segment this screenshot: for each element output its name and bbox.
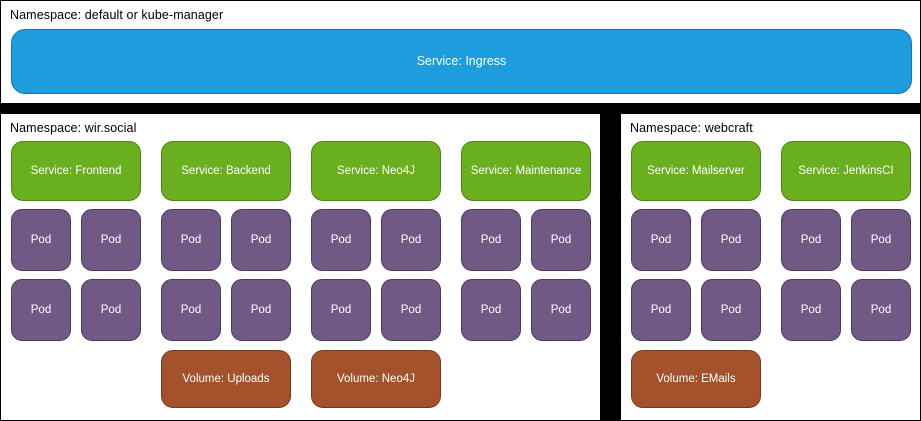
volume-emails[interactable]: Volume: EMails <box>631 350 761 408</box>
pod[interactable]: Pod <box>231 209 291 271</box>
service-jenkinsci[interactable]: Service: JenkinsCI <box>781 141 911 201</box>
service-mailserver[interactable]: Service: Mailserver <box>631 141 761 201</box>
pod[interactable]: Pod <box>781 209 841 271</box>
pod[interactable]: Pod <box>161 279 221 341</box>
namespace-label-webcraft: Namespace: webcraft <box>630 121 753 135</box>
pod[interactable]: Pod <box>231 279 291 341</box>
pod[interactable]: Pod <box>461 209 521 271</box>
pod[interactable]: Pod <box>531 209 591 271</box>
service-ingress[interactable]: Service: Ingress <box>11 29 912 94</box>
pod[interactable]: Pod <box>851 279 911 341</box>
namespace-label-default: Namespace: default or kube-manager <box>10 8 224 22</box>
pod[interactable]: Pod <box>311 279 371 341</box>
pod[interactable]: Pod <box>161 209 221 271</box>
volume-neo4j[interactable]: Volume: Neo4J <box>311 350 441 408</box>
namespace-label-wir-social: Namespace: wir.social <box>10 121 137 135</box>
pod[interactable]: Pod <box>631 209 691 271</box>
pod[interactable]: Pod <box>781 279 841 341</box>
namespace-panel-default: Namespace: default or kube-manager Servi… <box>0 0 921 104</box>
pod[interactable]: Pod <box>311 209 371 271</box>
namespace-panel-webcraft: Namespace: webcraft Service: Mailserver … <box>620 113 921 421</box>
pod[interactable]: Pod <box>851 209 911 271</box>
service-frontend[interactable]: Service: Frontend <box>11 141 141 201</box>
pod[interactable]: Pod <box>701 279 761 341</box>
pod[interactable]: Pod <box>531 279 591 341</box>
pod[interactable]: Pod <box>701 209 761 271</box>
pod[interactable]: Pod <box>11 209 71 271</box>
pod[interactable]: Pod <box>81 279 141 341</box>
pod[interactable]: Pod <box>381 209 441 271</box>
service-backend[interactable]: Service: Backend <box>161 141 291 201</box>
pod[interactable]: Pod <box>461 279 521 341</box>
pod[interactable]: Pod <box>381 279 441 341</box>
pod[interactable]: Pod <box>11 279 71 341</box>
volume-uploads[interactable]: Volume: Uploads <box>161 350 291 408</box>
pod[interactable]: Pod <box>81 209 141 271</box>
pod[interactable]: Pod <box>631 279 691 341</box>
service-neo4j[interactable]: Service: Neo4J <box>311 141 441 201</box>
namespace-panel-wir-social: Namespace: wir.social Service: Frontend … <box>0 113 601 421</box>
service-maintenance[interactable]: Service: Maintenance <box>461 141 591 201</box>
